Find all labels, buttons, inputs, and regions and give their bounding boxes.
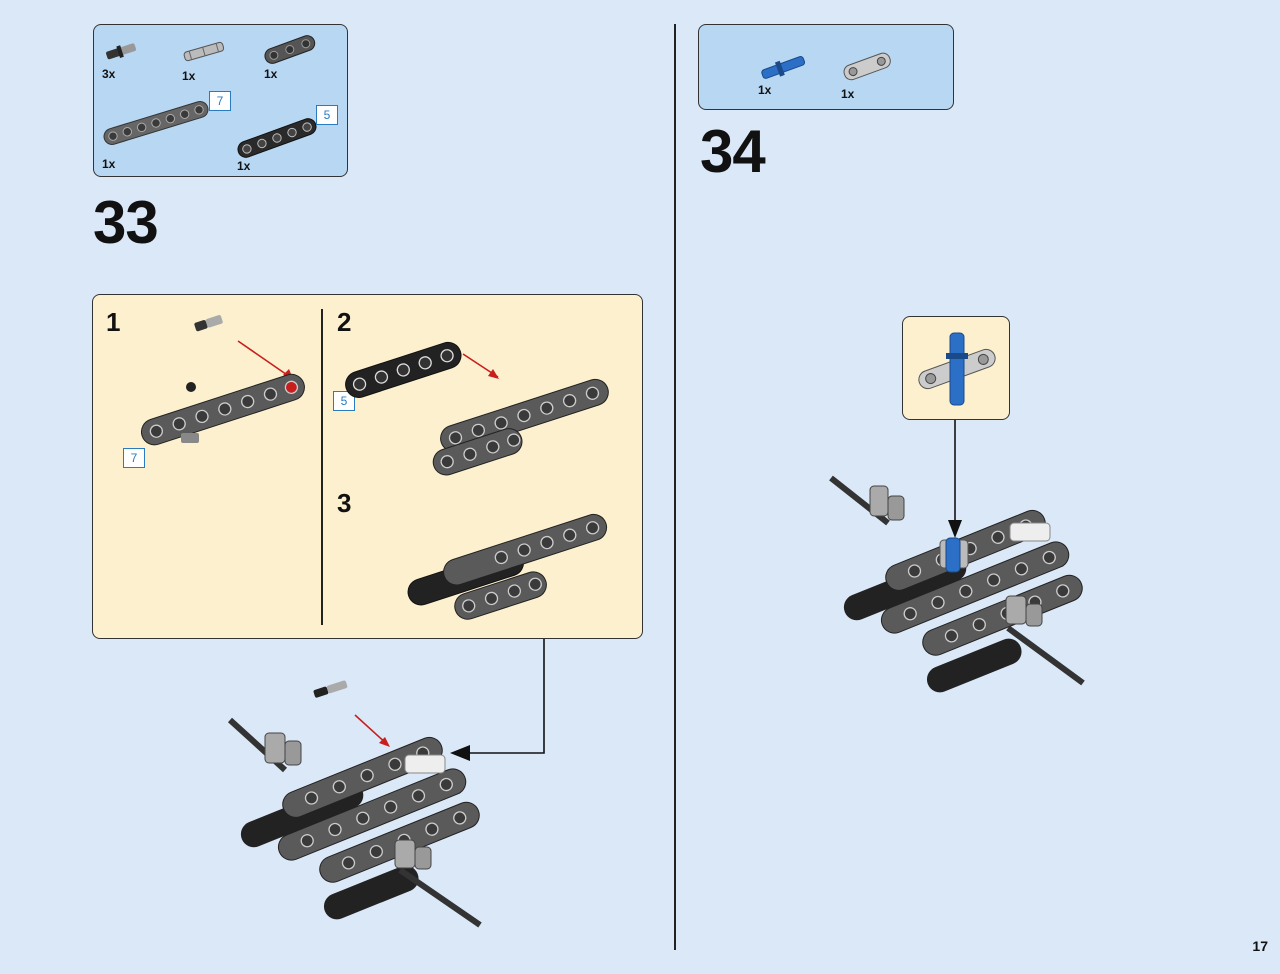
step34-parts-list: 1x 1x	[698, 24, 954, 110]
substep-divider	[321, 309, 323, 625]
step33-parts-list: 3x 1x 1x 7 1x	[93, 24, 348, 177]
beam-3-part-image	[264, 35, 316, 64]
perpendicular-connector-part-image	[843, 52, 891, 81]
substep-1-length-badge: 7	[123, 448, 145, 468]
page-number: 17	[1252, 938, 1268, 954]
beam-7-quantity: 1x	[102, 157, 116, 171]
axle-connector-quantity: 1x	[182, 69, 196, 83]
axle-pin-part-image	[106, 43, 137, 60]
substep-3-illustration	[407, 513, 608, 620]
page-column-divider	[674, 24, 676, 950]
step33-main-model	[227, 680, 482, 928]
step34-main-model	[829, 475, 1085, 693]
connector-with-blue-pin-image	[918, 332, 996, 406]
step-33-number: 33	[93, 189, 159, 256]
substep-2-number: 2	[337, 307, 352, 337]
step34-pointer-arrow	[948, 420, 962, 538]
step34-subassembly-callout	[902, 316, 1010, 420]
beam-7-part-image	[103, 101, 209, 145]
perpendicular-connector-quantity: 1x	[841, 87, 855, 101]
axle-pin-quantity: 3x	[102, 67, 116, 81]
subassembly-pointer-arrow	[450, 639, 545, 761]
blue-axle-pin-quantity: 1x	[758, 83, 772, 97]
beam-7-length-badge: 7	[209, 91, 231, 111]
blue-axle-pin-part-image	[761, 56, 806, 79]
beam-5-length-badge: 5	[316, 105, 338, 125]
substep-2-length-badge: 5	[333, 391, 355, 411]
substep-2-illustration	[345, 341, 609, 476]
step-34-number: 34	[700, 118, 766, 185]
substep-1-illustration	[140, 315, 305, 446]
axle-connector-part-image	[183, 41, 225, 62]
beam-5-quantity: 1x	[237, 159, 251, 173]
substep-1-number: 1	[106, 307, 121, 337]
beam-5-part-image	[237, 118, 317, 158]
beam-3-quantity: 1x	[264, 67, 278, 81]
step33-subassembly-box: 1 2 3 7 5	[92, 294, 643, 639]
substep-3-number: 3	[337, 488, 352, 518]
